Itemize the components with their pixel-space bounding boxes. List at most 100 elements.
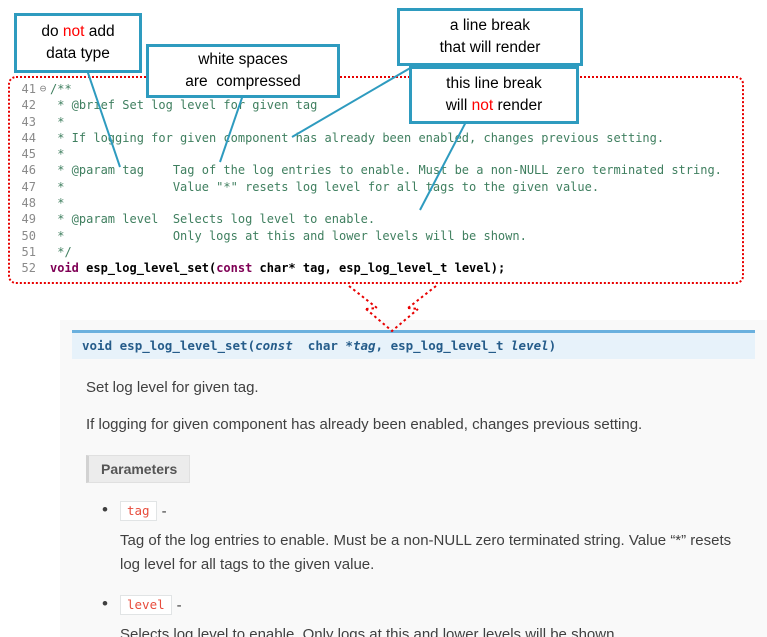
code-token: esp_log_level_set( [78, 261, 217, 276]
code-text: * @param tag Tag of the log entries to e… [50, 162, 722, 178]
signature-token: esp_log_level_set [119, 338, 248, 353]
param-dash: - [176, 596, 182, 614]
code-text: * [50, 195, 64, 211]
function-signature: void esp_log_level_set(const char *tag, … [72, 330, 755, 359]
code-token: * [50, 147, 65, 162]
callout-line: a line break [449, 17, 531, 34]
brief-text: Set log level for given tag. [86, 379, 259, 396]
code-text: * [50, 146, 64, 162]
param-head: tag - [120, 501, 747, 521]
fold-icon [36, 244, 50, 260]
code-token: const [216, 261, 253, 276]
code-line: 43 * [10, 114, 742, 130]
code-line: 49 * @param level Selects log level to e… [10, 211, 742, 227]
callout-text-segment: do [41, 23, 63, 40]
code-token: /** [50, 82, 72, 96]
code-editor-panel: 41 ⊖ /** 42 * @brief Set log level for g… [8, 76, 744, 284]
signature-token: esp_log_level_t [390, 338, 512, 353]
callout-text-segment: add [84, 23, 115, 40]
code-lines: 41 ⊖ /** 42 * @brief Set log level for g… [10, 81, 742, 277]
callout-line: are compressed [185, 73, 301, 90]
code-text: * @brief Set log level for given tag [50, 97, 317, 113]
code-line: 42 * @brief Set log level for given tag [10, 97, 742, 113]
code-line: 41 ⊖ /** [10, 81, 742, 97]
code-token: char* tag, esp_log_level_t level); [252, 261, 506, 276]
param-item: tag - Tag of the log entries to enable. … [102, 500, 747, 577]
signature-token: void [82, 338, 120, 353]
line-number: 43 [21, 114, 36, 129]
code-text: * Only logs at this and lower levels wil… [50, 228, 527, 244]
parameters-rubric: Parameters [86, 455, 191, 483]
line-number: 50 [21, 228, 36, 243]
signature-token: , [375, 338, 391, 353]
line-number: 41 [21, 82, 36, 96]
line-number: 42 [21, 98, 36, 113]
line-number: 48 [21, 196, 36, 211]
doc-body: Set log level for given tag. If logging … [60, 377, 767, 637]
code-line: 47 * Value "*" resets log level for all … [10, 179, 742, 195]
fold-icon [36, 97, 50, 113]
callout-text-segment-red: not [62, 23, 85, 40]
code-token: * If logging for given component has alr… [50, 130, 665, 145]
signature-token: const [255, 338, 293, 353]
callout-line: data type [46, 45, 110, 62]
code-token: * @param tag Tag of the log entries to e… [50, 163, 722, 178]
callout-line: do not add [22, 21, 134, 43]
fold-icon [36, 179, 50, 195]
fold-icon [36, 195, 50, 211]
callout-text-segment: render [493, 97, 543, 114]
param-head: level - [120, 595, 747, 615]
detail-text: If logging for given component has alrea… [86, 416, 643, 433]
fold-icon [36, 211, 50, 227]
param-name-chip: level [120, 595, 172, 615]
signature-token: ( [247, 338, 256, 353]
code-text: */ [50, 244, 72, 260]
code-line: 44 * If logging for given component has … [10, 130, 742, 146]
param-list: tag - Tag of the log entries to enable. … [86, 500, 747, 637]
param-description: Selects log level to enable. Only logs a… [120, 626, 619, 637]
line-number: 52 [21, 261, 36, 276]
code-text: * @param level Selects log level to enab… [50, 211, 375, 227]
fold-icon [36, 146, 50, 162]
param-dash: - [161, 502, 167, 520]
code-text: * [50, 114, 64, 130]
code-line: 50 * Only logs at this and lower levels … [10, 228, 742, 244]
code-token: * [50, 114, 65, 129]
signature-token: level [511, 338, 549, 353]
callout-line-break-not-render: this line break will not render [409, 66, 579, 124]
line-number: 44 [21, 130, 36, 145]
code-token: * @param level Selects log level to enab… [50, 212, 376, 227]
fold-icon [36, 130, 50, 146]
code-text: void esp_log_level_set(const char* tag, … [50, 260, 505, 276]
fold-icon: ⊖ [39, 82, 47, 95]
code-text: * If logging for given component has alr… [50, 130, 664, 146]
code-line: 46 * @param tag Tag of the log entries t… [10, 162, 742, 178]
fold-icon [36, 260, 50, 276]
line-number: 51 [21, 244, 36, 259]
callout-text-segment-red: not [471, 97, 494, 114]
code-token: * Value "*" resets log level for all tag… [50, 179, 600, 194]
fold-icon [36, 162, 50, 178]
code-token: * [50, 196, 65, 211]
callout-line: white spaces [198, 51, 288, 68]
param-item: level - Selects log level to enable. Onl… [102, 594, 747, 637]
code-token: */ [50, 244, 72, 259]
code-text: * Value "*" resets log level for all tag… [50, 179, 599, 195]
line-number: 47 [21, 179, 36, 194]
callout-line: that will render [439, 39, 541, 56]
signature-token: char * [292, 338, 353, 353]
code-line: 48 * [10, 195, 742, 211]
line-number: 45 [21, 147, 36, 162]
callout-no-data-type: do not add data type [14, 13, 142, 73]
param-name-chip: tag [120, 501, 157, 521]
line-number: 46 [21, 163, 36, 178]
code-line: 51 */ [10, 244, 742, 260]
callout-line: this line break [446, 75, 542, 92]
code-token: void [50, 261, 79, 276]
code-text: /** [50, 81, 72, 97]
code-token: * Only logs at this and lower levels wil… [50, 228, 527, 243]
fold-icon [36, 228, 50, 244]
code-line: 52 void esp_log_level_set(const char* ta… [10, 260, 742, 276]
code-token: * @brief Set log level for given tag [50, 98, 318, 113]
